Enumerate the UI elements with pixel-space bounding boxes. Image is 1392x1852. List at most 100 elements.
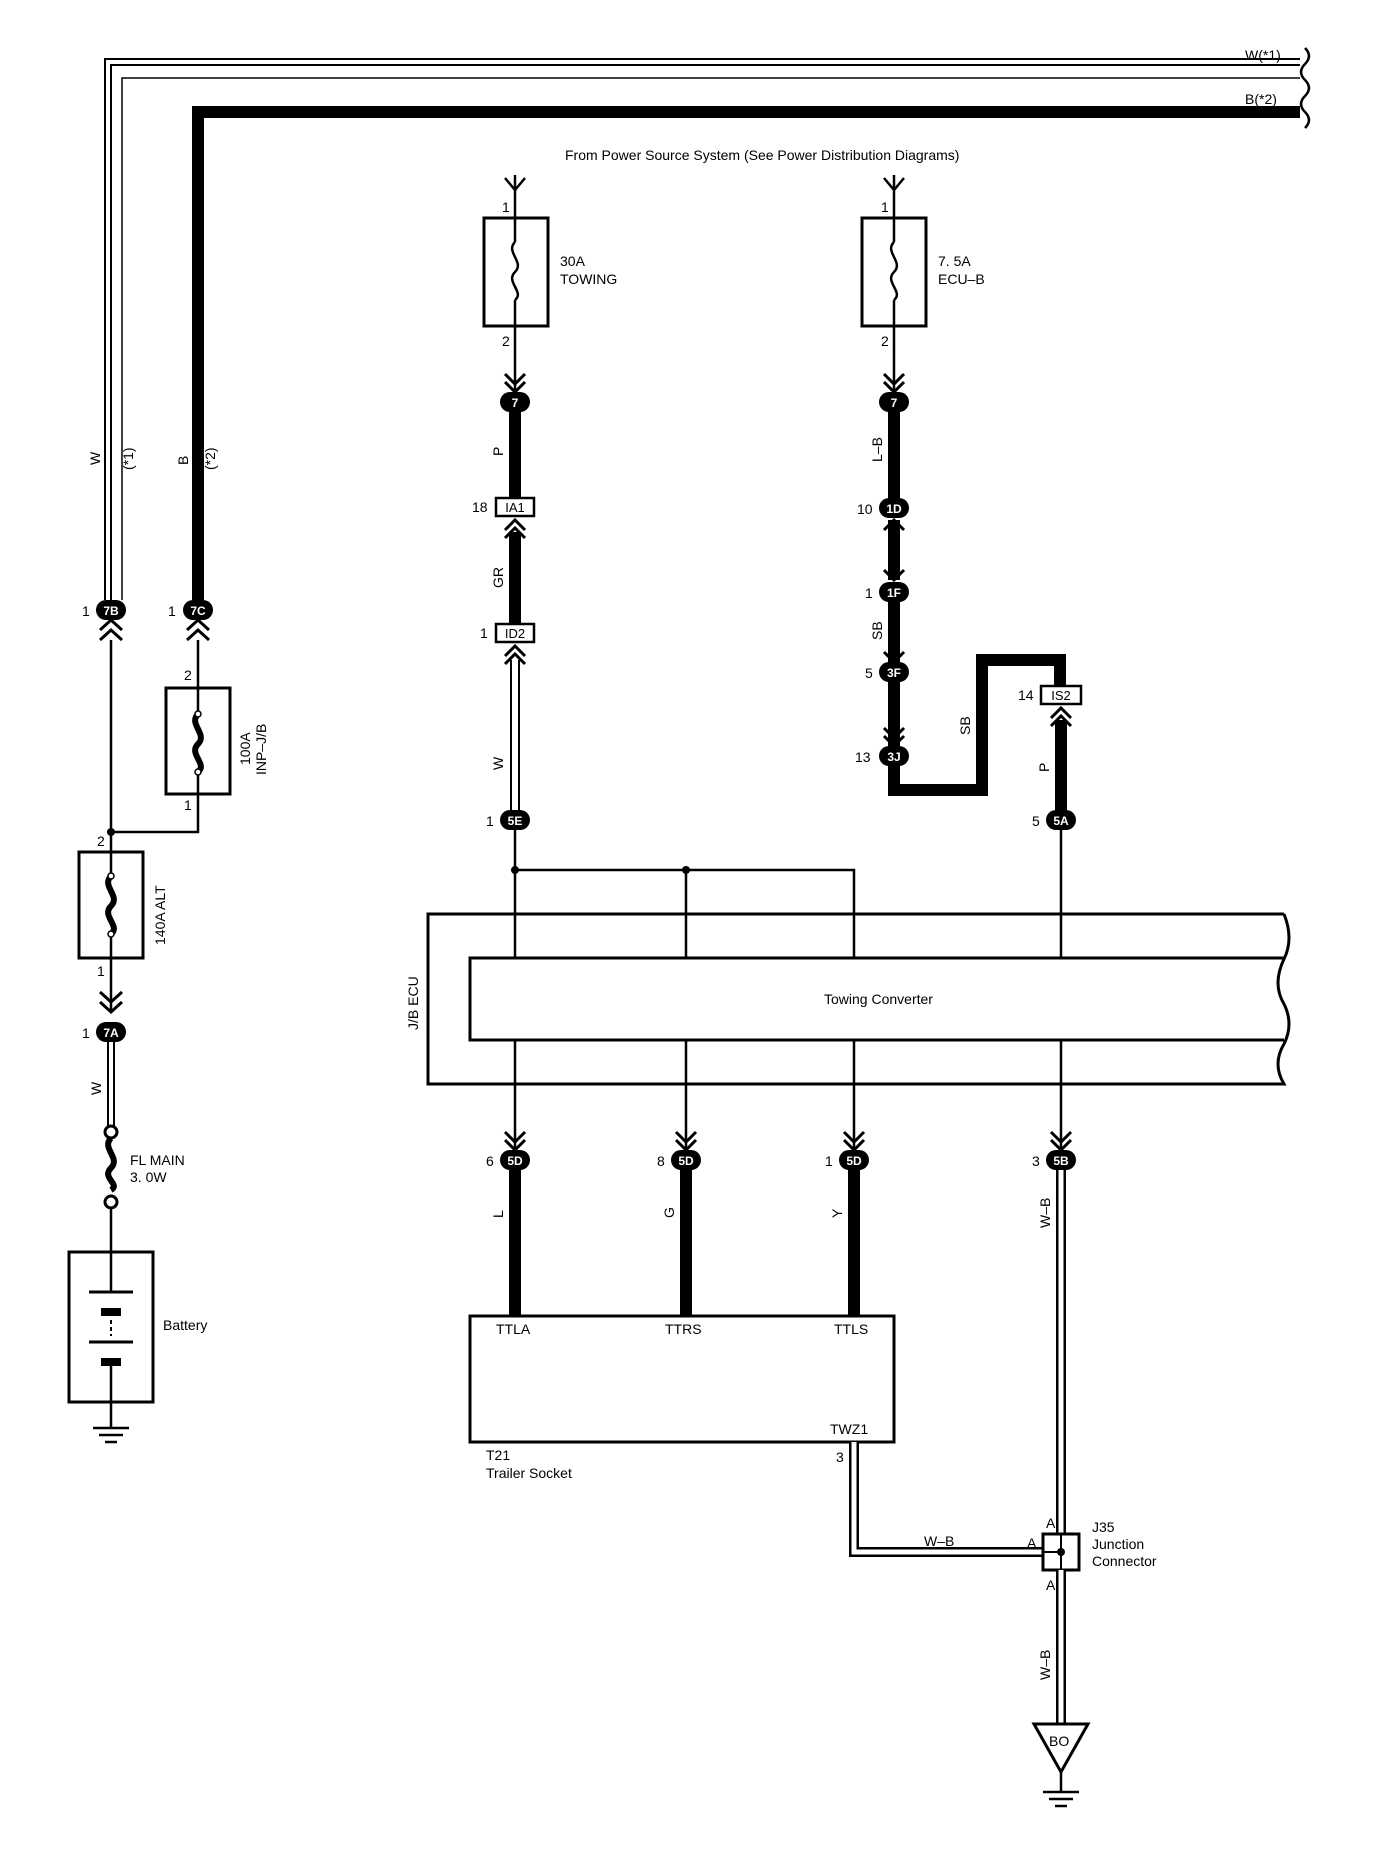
svg-text:1: 1 [82,1025,90,1041]
svg-text:5A: 5A [1053,814,1069,828]
svg-text:2: 2 [680,1297,688,1313]
arrow-id2 [503,643,527,666]
svg-text:1: 1 [848,1297,856,1313]
top-black-wire [192,106,1300,600]
svg-text:BO: BO [1049,1733,1069,1749]
svg-text:A: A [1046,1515,1056,1531]
junction-line1: Junction [1092,1536,1144,1552]
towing-converter-box [468,956,1284,1042]
svg-text:TTRS: TTRS [665,1321,702,1337]
arrow-is2 [1049,705,1073,728]
fusible-link-fl-main: FL MAIN 3. 0W [103,1124,185,1210]
top-white-wire [104,58,1300,600]
wire-color-wb2: W–B [924,1533,954,1549]
svg-text:Battery: Battery [163,1317,207,1333]
ground-bo-icon [1043,1772,1079,1808]
svg-text:7. 5A: 7. 5A [938,253,971,269]
svg-text:3. 0W: 3. 0W [130,1169,167,1185]
top-white-label: W(*1) [1245,47,1281,63]
svg-text:1: 1 [97,963,105,979]
svg-text:ECU–B: ECU–B [938,271,985,287]
wire-note-2: (*2) [202,447,218,470]
connector-5b: 5B 3 [1032,1150,1076,1170]
svg-text:A: A [1027,1535,1037,1551]
svg-text:A: A [1046,1577,1056,1593]
connector-5d-c: 5D 1 [825,1150,869,1170]
arrow-7a [98,990,124,1015]
svg-text:100A: 100A [237,732,253,765]
splice-5e-2 [682,866,690,874]
svg-text:TTLA: TTLA [496,1321,531,1337]
wire-color-p2: P [1036,763,1052,772]
svg-text:TWZ1: TWZ1 [830,1421,868,1437]
ground-battery-icon [93,1402,129,1444]
connector-5d-b: 5D 8 [657,1150,701,1170]
connector-3f: 3F 5 [865,662,909,682]
fuse-30a-towing: 1 2 30A TOWING [482,199,617,349]
trailer-socket-name: Trailer Socket [486,1465,572,1481]
wire-color-lb: L–B [869,437,885,462]
arrow-1f [882,568,906,583]
fuse-inp-jb: 2 1 100A INP–J/B [164,667,269,813]
power-arrow-ecub [883,175,905,218]
battery: Battery [67,1250,207,1404]
jb-ecu-label: J/B ECU [405,976,421,1030]
arrow-7c [185,617,211,642]
connector-7-left: 7 [500,392,530,412]
arrow-ia1 [503,517,527,540]
svg-text:1: 1 [486,813,494,829]
svg-text:30A: 30A [560,253,586,269]
svg-text:2: 2 [881,333,889,349]
svg-text:1: 1 [480,625,488,641]
wire-color-w-lower: W [88,1081,104,1095]
connector-7c: 7C 1 [168,600,213,620]
svg-text:IA1: IA1 [505,500,525,515]
wire-color-g: G [661,1207,677,1218]
break-mark [1299,47,1311,129]
svg-text:1: 1 [825,1153,833,1169]
svg-text:3J: 3J [887,750,900,764]
fuse-140a-alt: 2 1 140A ALT [77,833,168,979]
power-source-label: From Power Source System (See Power Dist… [565,147,959,163]
svg-text:7B: 7B [103,604,119,618]
wire-color-b: B [175,456,191,465]
top-black-label: B(*2) [1245,91,1277,107]
svg-text:3: 3 [836,1449,844,1465]
svg-text:10: 10 [857,501,873,517]
connector-5e: 5E 1 [486,810,530,830]
wire-color-w: W [87,451,103,465]
splice-alt [107,828,115,836]
svg-text:TOWING: TOWING [560,271,617,287]
arrow-7b [98,617,124,642]
connector-id2: ID2 1 [480,622,536,644]
connector-7a: 7A 1 [82,1022,126,1042]
svg-text:5: 5 [865,665,873,681]
connector-ia1: IA1 18 [472,496,536,518]
svg-text:1: 1 [184,797,192,813]
splice-5e-1 [511,866,519,874]
svg-text:5E: 5E [508,814,523,828]
svg-text:14: 14 [1018,687,1034,703]
connector-1f: 1F 1 [865,582,909,602]
trailer-socket: 4 2 1 TTLA TTRS TTLS TWZ1 3 [468,1297,896,1465]
wire-color-p1: P [490,447,506,456]
svg-text:1: 1 [881,199,889,215]
svg-text:INP–J/B: INP–J/B [253,724,269,775]
svg-text:FL MAIN: FL MAIN [130,1152,185,1168]
svg-text:4: 4 [509,1297,517,1313]
svg-text:TTLS: TTLS [834,1321,868,1337]
wire-color-wb3: W–B [1037,1650,1053,1680]
svg-text:2: 2 [184,667,192,683]
connector-5d-a: 5D 6 [486,1150,530,1170]
power-arrow-towing [504,175,526,218]
wire-note-1: (*1) [120,447,136,470]
svg-text:8: 8 [657,1153,665,1169]
connector-7b: 7B 1 [82,600,126,620]
svg-text:2: 2 [97,833,105,849]
svg-text:3F: 3F [887,666,901,680]
wire-sb-2 [888,654,1066,796]
wire-inp-to-alt [111,794,200,834]
connector-1d: 1D 10 [857,498,909,518]
svg-text:140A ALT: 140A ALT [152,885,168,945]
wire-wb-2 [849,1442,1048,1557]
